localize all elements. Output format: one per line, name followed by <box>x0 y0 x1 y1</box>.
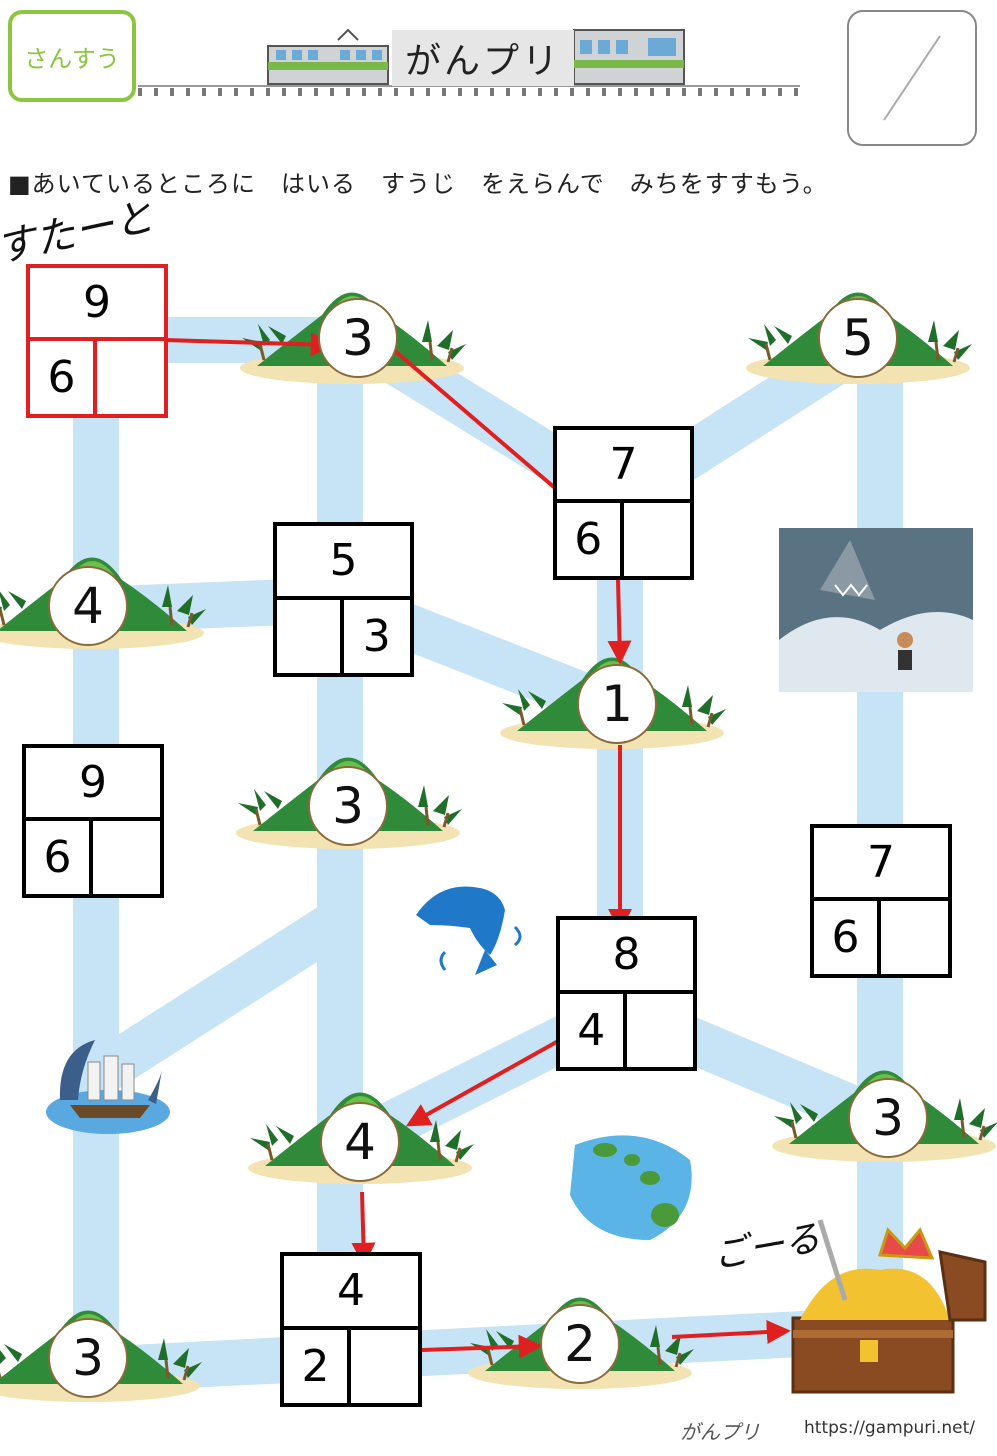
box-answer-slot[interactable] <box>93 821 160 894</box>
dolphin-illustration <box>416 886 522 975</box>
number-box: 7 6 <box>810 824 952 978</box>
number-box: 8 4 <box>556 916 697 1071</box>
box-top-number: 5 <box>277 526 410 600</box>
ship-illustration <box>46 1040 170 1134</box>
box-left-number: 2 <box>284 1329 351 1403</box>
instruction-text: ■あいているところに はいる すうじ をえらんで みちをすすもう。 <box>8 170 828 198</box>
box-answer-slot[interactable] <box>277 599 344 673</box>
island-number: 5 <box>818 298 898 378</box>
train-illustration <box>138 28 800 96</box>
box-top-number: 7 <box>814 828 948 901</box>
island-number: 3 <box>48 1318 128 1398</box>
box-top-number: 8 <box>560 920 693 994</box>
box-answer-slot[interactable] <box>624 503 691 576</box>
island-number: 3 <box>848 1078 928 1158</box>
box-right-number: 3 <box>362 610 391 662</box>
island-map-illustration <box>570 1135 692 1240</box>
box-answer-slot[interactable] <box>97 341 164 414</box>
box-answer-slot[interactable] <box>351 1330 418 1404</box>
box-left-number: 6 <box>814 901 881 974</box>
score-slash <box>883 35 941 121</box>
number-box: 5 3 <box>273 522 414 677</box>
island-number: 4 <box>48 566 128 646</box>
box-top-number: 4 <box>284 1256 418 1330</box>
page-title: がんプリ <box>392 30 574 86</box>
subject-badge: さんすう <box>8 10 136 102</box>
box-left-number: 6 <box>30 341 97 414</box>
start-number-box: 9 6 <box>26 264 168 418</box>
island-number: 3 <box>308 766 388 846</box>
box-left-number: 4 <box>560 993 627 1067</box>
box-top-number: 9 <box>30 268 164 341</box>
number-box: 7 6 <box>553 426 694 580</box>
number-box: 9 6 <box>22 744 164 898</box>
island-number: 3 <box>318 298 398 378</box>
treasure-chest-illustration <box>791 1219 987 1394</box>
footer-logo: がんプリ <box>680 1420 760 1444</box>
box-left-number: 6 <box>26 821 93 894</box>
box-top-number: 9 <box>26 748 160 821</box>
island-number: 1 <box>577 664 657 744</box>
box-answer-slot[interactable] <box>627 994 694 1068</box>
shark-photo <box>779 528 973 692</box>
box-top-number: 7 <box>557 430 690 503</box>
score-box <box>847 10 977 146</box>
box-answer-slot[interactable] <box>881 901 948 974</box>
island-number: 2 <box>540 1304 620 1384</box>
island-number: 4 <box>320 1102 400 1182</box>
number-box: 4 2 <box>280 1252 422 1407</box>
box-left-number: 6 <box>557 503 624 576</box>
footer-url[interactable]: https://gampuri.net/ <box>804 1418 976 1438</box>
